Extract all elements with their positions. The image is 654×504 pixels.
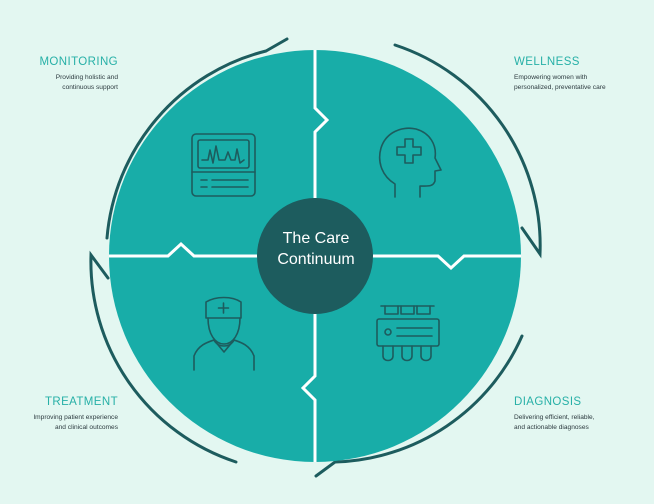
- wellness-title: WELLNESS: [514, 56, 580, 68]
- wellness-desc-line2: personalized, preventative care: [514, 84, 606, 91]
- arc-bottom-right: [314, 334, 524, 478]
- arc-top-left: [105, 37, 289, 240]
- diagnosis-title: DIAGNOSIS: [514, 396, 582, 408]
- head-health-icon: [378, 127, 442, 198]
- center-circle: [257, 198, 373, 314]
- diagnosis-description: Delivering efficient, reliable, and acti…: [514, 413, 595, 433]
- arc-bottom-left: [89, 250, 238, 464]
- treatment-desc-line2: and clinical outcomes: [54, 424, 118, 431]
- divider-left: [109, 241, 258, 258]
- divider-right: [372, 254, 521, 271]
- treatment-title: TREATMENT: [44, 396, 118, 408]
- monitoring-desc-line1: Providing holistic and: [55, 74, 118, 81]
- monitoring-title: MONITORING: [39, 56, 118, 68]
- nurse-icon: [193, 296, 255, 371]
- divider-bottom: [300, 314, 317, 462]
- treatment-desc-line1: Improving patient experience: [33, 414, 118, 421]
- diagnosis-desc-line2: and actionable diagnoses: [514, 424, 589, 431]
- divider-top: [313, 50, 330, 198]
- diagnosis-desc-line1: Delivering efficient, reliable,: [514, 414, 595, 421]
- treatment-description: Improving patient experience and clinica…: [33, 413, 118, 433]
- wellness-description: Empowering women with personalized, prev…: [514, 73, 606, 93]
- test-tubes-icon: [376, 305, 440, 362]
- center-title-line2: Continuum: [277, 251, 355, 268]
- monitoring-desc-line2: continuous support: [62, 84, 118, 91]
- monitoring-description: Providing holistic and continuous suppor…: [39, 73, 118, 93]
- diagnosis-label: DIAGNOSIS Delivering efficient, reliable…: [514, 396, 595, 433]
- treatment-label: TREATMENT Improving patient experience a…: [33, 396, 118, 433]
- monitoring-label: MONITORING Providing holistic and contin…: [39, 56, 118, 93]
- wellness-label: WELLNESS Empowering women with personali…: [514, 56, 606, 93]
- wellness-desc-line1: Empowering women with: [514, 74, 588, 81]
- arc-top-right: [393, 43, 542, 259]
- center-title-line1: The Care: [282, 230, 350, 247]
- monitor-icon: [191, 133, 256, 197]
- center-title: The Care Continuum: [258, 228, 374, 270]
